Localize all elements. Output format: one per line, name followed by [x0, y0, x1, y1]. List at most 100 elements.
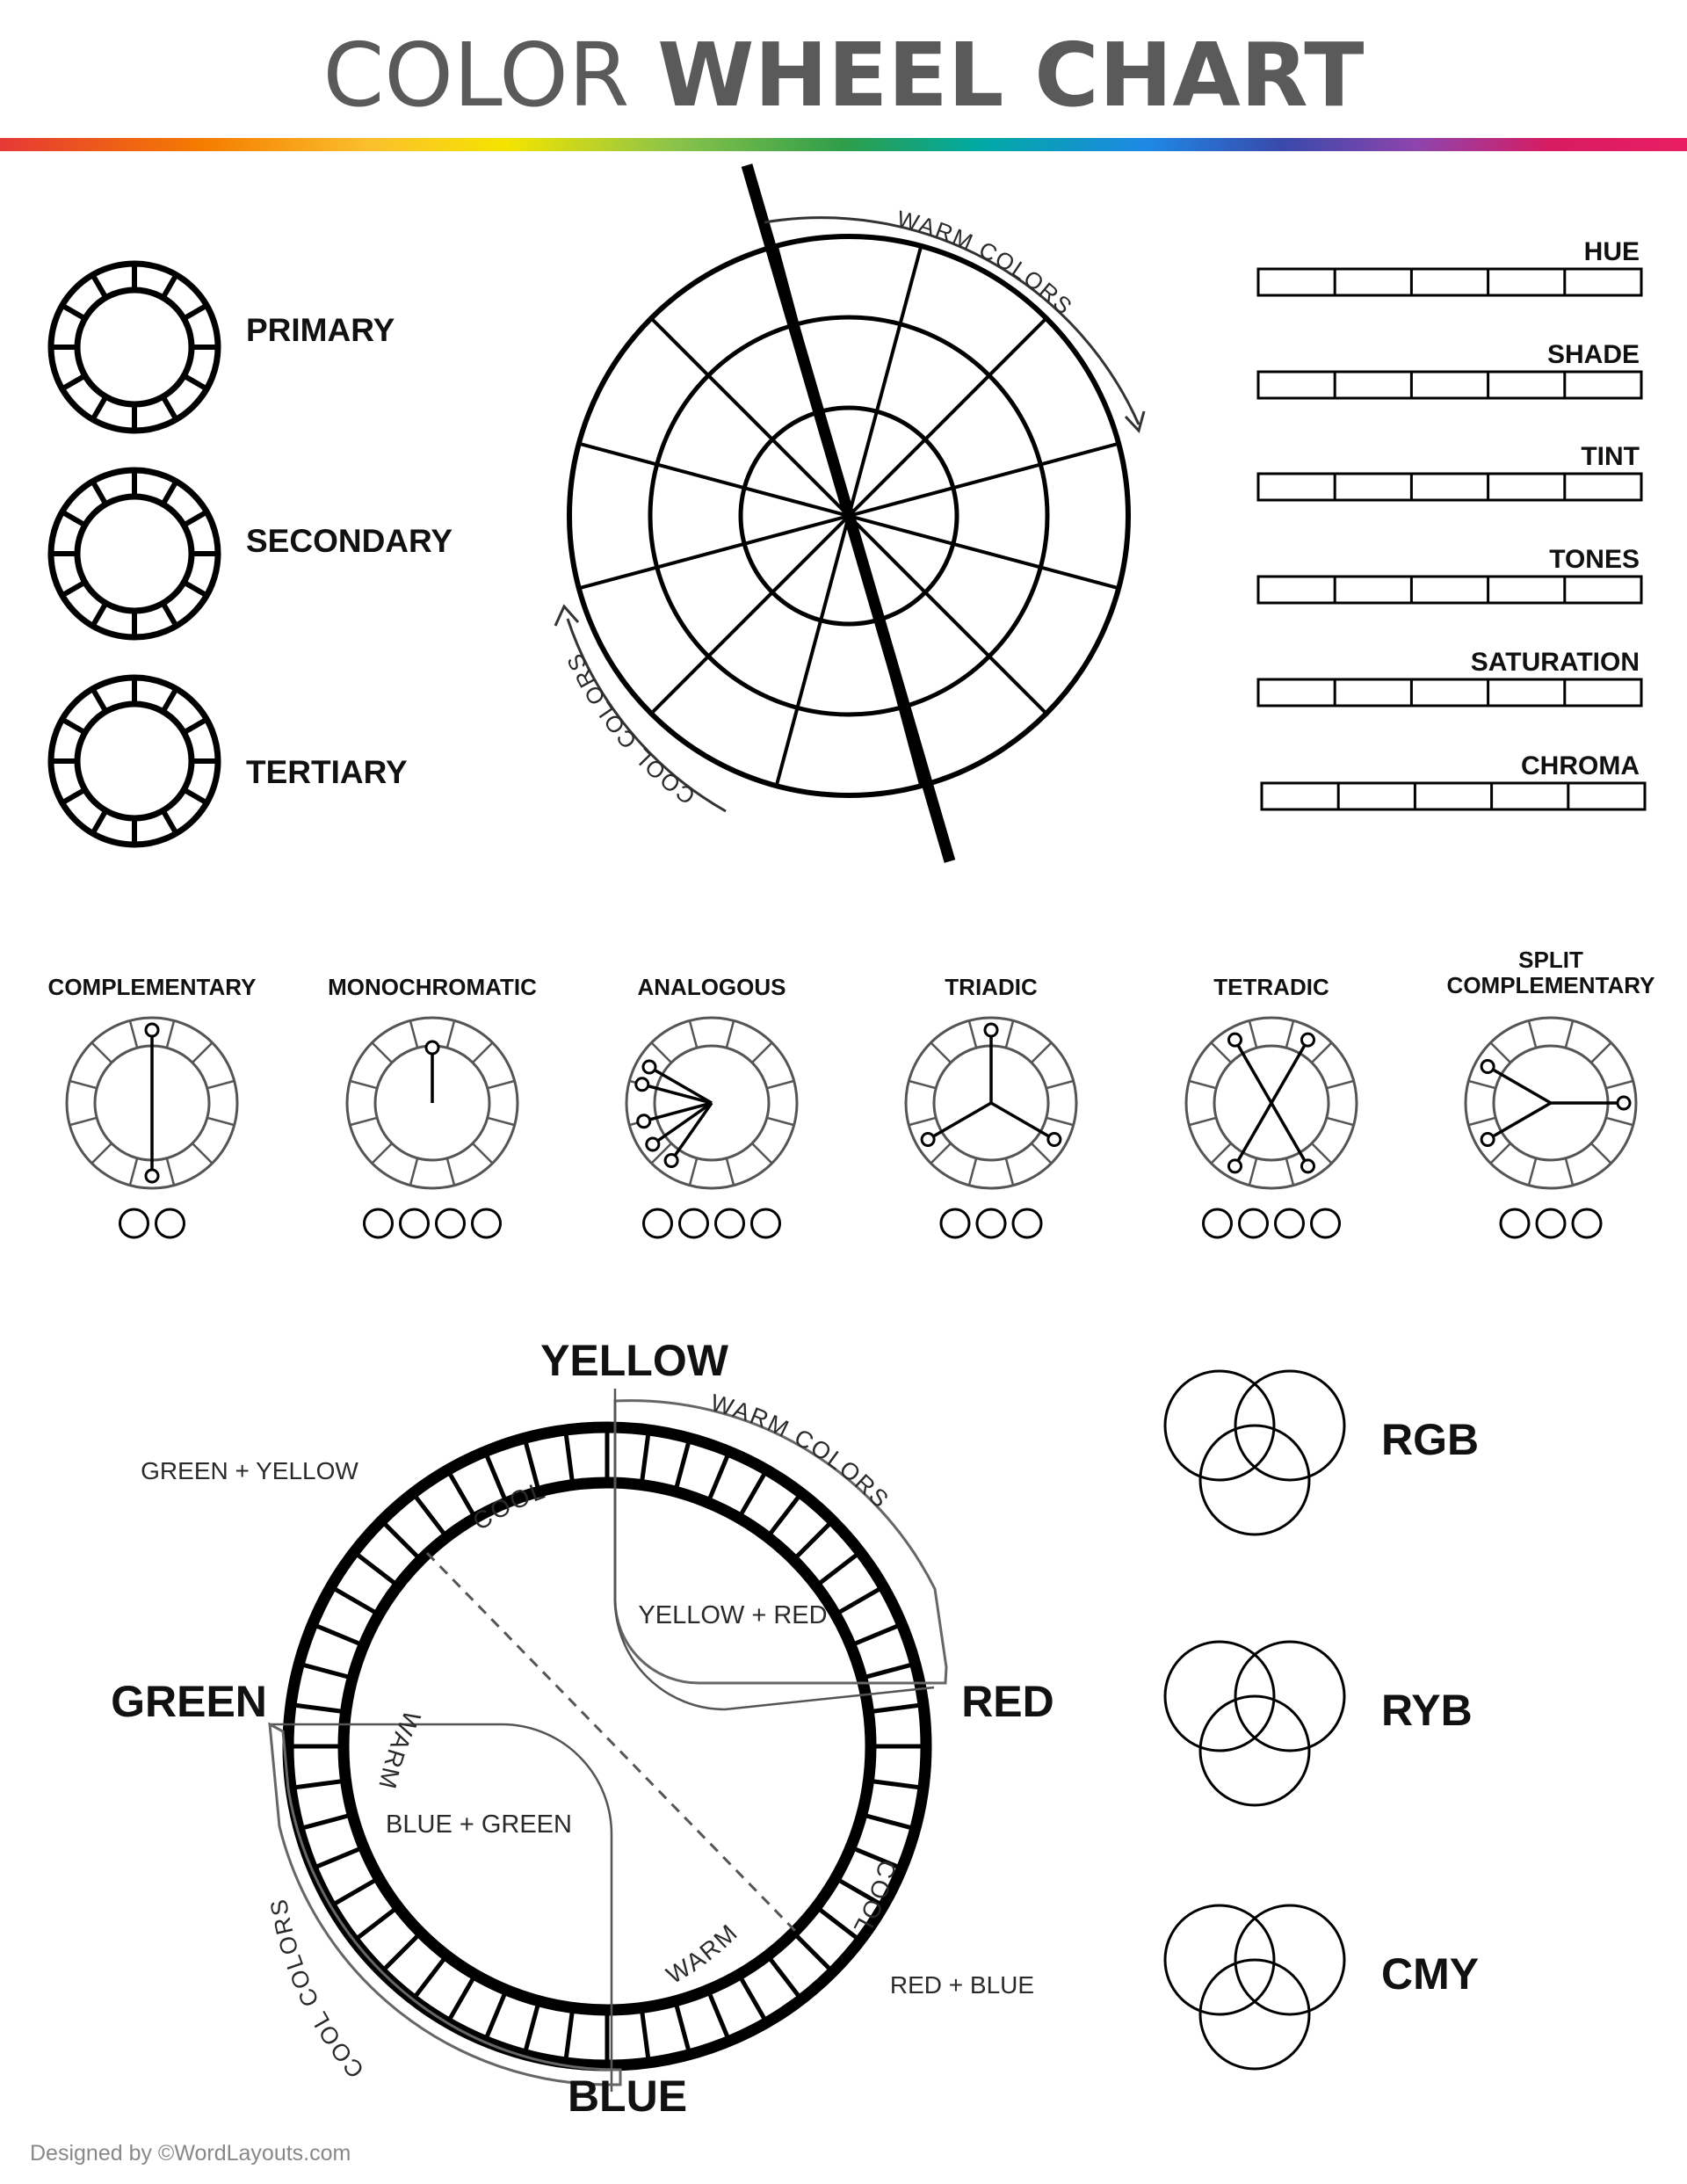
harmony-label-line2: COMPLEMENTARY	[1447, 972, 1655, 998]
ring-segment-divider	[329, 1876, 380, 1908]
harmony-label-line1: SPLIT	[1518, 947, 1583, 973]
property-label: SHADE	[1547, 340, 1640, 369]
main-wheel-spoke	[847, 316, 1048, 518]
ring-segment-divider	[298, 1661, 353, 1680]
harmony-swatch-circle	[642, 1208, 673, 1239]
harmony-connector-line	[1487, 1101, 1552, 1142]
venn-ryb: RYB	[1163, 1640, 1473, 1807]
harmony-swatch-circle	[155, 1208, 185, 1239]
ring-segment-divider	[967, 1019, 978, 1048]
ring-segment-divider	[908, 1116, 937, 1127]
ring-segment-divider	[751, 1041, 773, 1063]
property-row: HUE	[1256, 237, 1643, 297]
ring-segment-divider	[206, 1079, 235, 1090]
ring-segment-divider	[1590, 1143, 1612, 1165]
ring-segment-divider	[1031, 1143, 1053, 1165]
ring-segment-divider	[1590, 1041, 1612, 1063]
ring-segment-divider	[868, 1702, 924, 1715]
harmony-connector-line	[651, 1101, 713, 1146]
harmony-swatch-circle	[1274, 1208, 1305, 1239]
harmony-connector-dot	[920, 1132, 936, 1147]
harmony-swatch-circle	[1310, 1208, 1341, 1239]
ring-segment-divider	[182, 579, 208, 599]
ring-segment-divider	[128, 1019, 139, 1048]
ring-segment-divider	[371, 1041, 393, 1063]
property-bar	[1260, 781, 1647, 811]
harmony-connector-dot	[424, 1040, 440, 1056]
ring-segment-divider	[706, 1989, 732, 2043]
ring-segment-divider	[160, 601, 179, 628]
harmony-label: TRIADIC	[945, 974, 1038, 1000]
ring-segment-divider	[765, 1491, 803, 1539]
cool-quadrant-outline	[268, 1722, 622, 2086]
ring-segment-divider	[706, 1450, 732, 1504]
ring-segment-divider	[91, 1041, 112, 1063]
ring-segment-divider	[522, 2000, 541, 2056]
property-label: HUE	[1584, 237, 1640, 266]
warm-quadrant-outline	[613, 1399, 948, 1685]
tertiary-label: TERTIARY	[246, 754, 408, 790]
ring-segment-divider	[182, 302, 208, 322]
property-bar	[1256, 678, 1643, 707]
ring-segment-divider	[90, 601, 109, 628]
ring-segment-divider	[725, 1019, 735, 1048]
ring-segment-divider	[160, 809, 179, 835]
venn-circle	[1234, 1640, 1346, 1752]
harmony-complementary: COMPLEMENTARY	[48, 974, 257, 1239]
ring-segment-divider	[182, 716, 208, 736]
harmony-swatch-circle	[714, 1208, 745, 1239]
ring-segment-divider	[1311, 1041, 1333, 1063]
ring-inner-circle	[74, 287, 195, 408]
main-wheel-inner-ring	[738, 405, 959, 627]
ring-segment-divider	[61, 716, 87, 736]
ring-segment-divider	[160, 480, 179, 506]
ring-segment-divider	[1489, 1041, 1511, 1063]
harmony-swatch-circle	[1202, 1208, 1233, 1239]
ring-inner-circle	[1213, 1044, 1330, 1162]
harmony-connector-line	[1270, 1039, 1310, 1104]
main-wheel-spoke	[848, 514, 1119, 591]
harmony-connector-dot	[1480, 1059, 1495, 1074]
main-wheel-spoke	[578, 514, 850, 591]
ring-segment-divider	[182, 509, 208, 528]
harmony-swatch-circle	[471, 1208, 502, 1239]
ring-segment-divider	[1467, 1079, 1496, 1090]
main-color-wheel: WARM COLORS COOL COLORS	[554, 163, 1146, 863]
rainbow-divider	[0, 138, 1687, 151]
primary-ring: PRIMARY	[47, 260, 395, 434]
ring-segment-divider	[850, 1622, 903, 1648]
ring-segment-divider	[90, 687, 109, 714]
cool-colors-arrowhead	[554, 604, 580, 627]
ring-segment-divider	[1564, 1157, 1575, 1186]
secondary-label: SECONDARY	[246, 523, 453, 559]
blue-green-label: BLUE + GREEN	[386, 1810, 572, 1839]
harmony-swatch-circle	[435, 1208, 466, 1239]
harmony-swatch-circle	[1535, 1208, 1567, 1239]
property-row: TINT	[1256, 442, 1643, 502]
big-color-wheel: YELLOW RED BLUE GREEN GREEN + YELLOW RED…	[111, 1336, 1054, 2121]
property-label: CHROMA	[1521, 751, 1640, 780]
ring-segment-divider	[725, 1157, 735, 1186]
ring-segment-divider	[850, 1845, 903, 1871]
color-model-label: CMY	[1381, 1949, 1479, 1999]
ring-segment-divider	[815, 1550, 862, 1588]
ring-segment-divider	[792, 1931, 835, 1974]
harmony-swatch-circle	[750, 1208, 781, 1239]
harmony-connector-line	[927, 1101, 992, 1142]
harmony-label: COMPLEMENTARY	[48, 974, 257, 1000]
harmony-connector-dot	[1300, 1158, 1315, 1174]
harmony-label: MONOCHROMATIC	[328, 974, 537, 1000]
blue-label: BLUE	[568, 2072, 687, 2121]
green-label: GREEN	[111, 1677, 267, 1726]
title-light-word: COLOR	[322, 24, 630, 127]
harmony-connector-dot	[636, 1114, 652, 1129]
property-label: SATURATION	[1471, 648, 1640, 677]
cool-colors-text: COOL COLORS	[561, 649, 698, 810]
ring-segment-divider	[1188, 1079, 1217, 1090]
ring-segment-divider	[792, 1519, 835, 1562]
ring-segment-divider	[1605, 1116, 1634, 1127]
ring-segment-divider	[1467, 1116, 1496, 1127]
ring-segment-divider	[160, 687, 179, 714]
